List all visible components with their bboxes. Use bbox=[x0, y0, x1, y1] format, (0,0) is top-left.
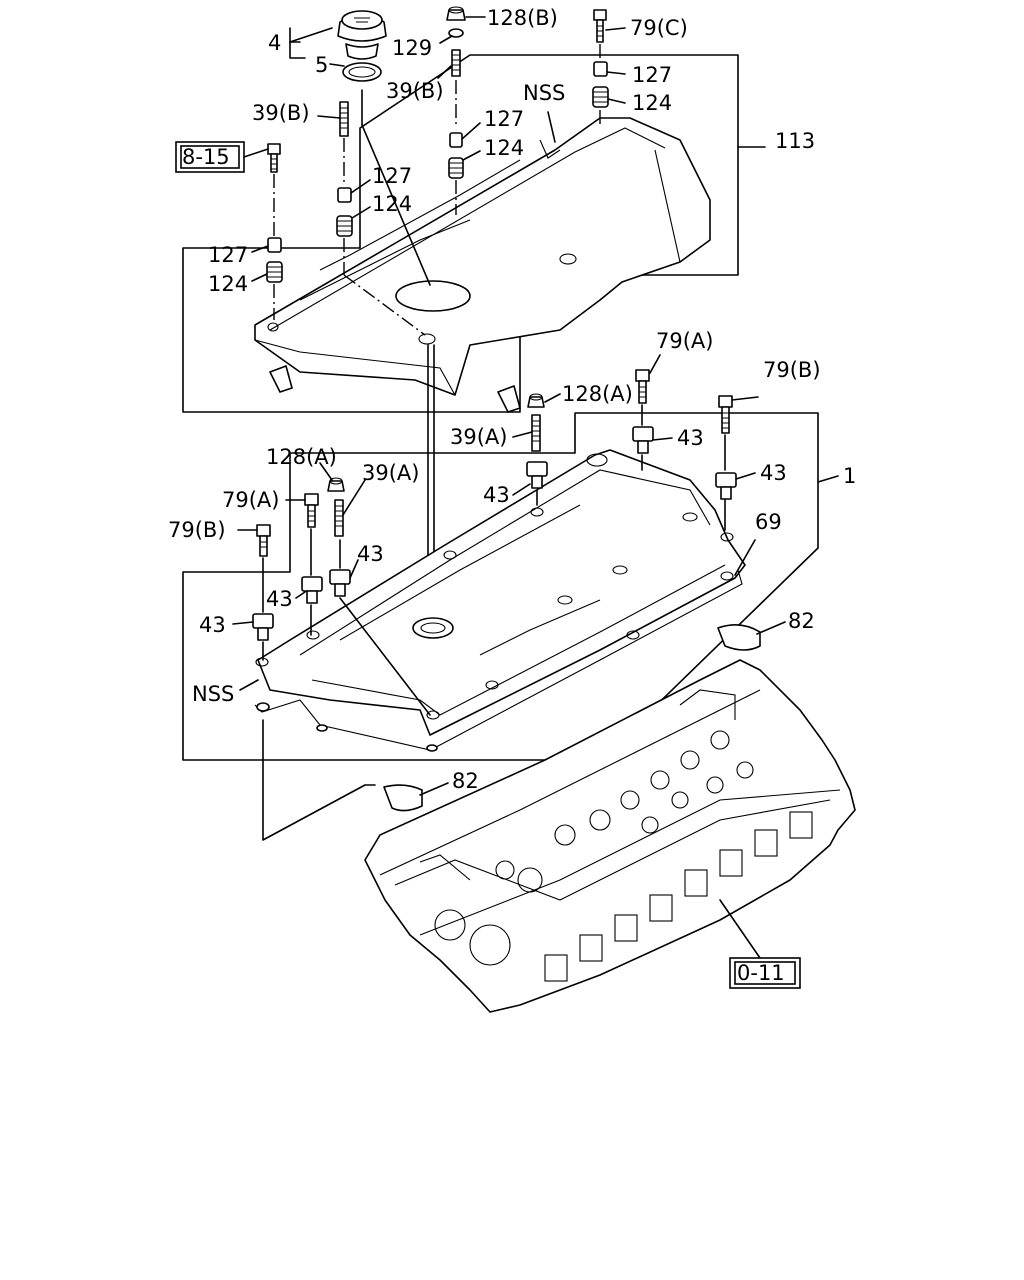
collar-43-r1 bbox=[632, 426, 654, 454]
bracket-4-5 bbox=[289, 27, 306, 59]
bush-124-d bbox=[266, 261, 283, 283]
callout-39a-left: 39(A) bbox=[362, 461, 419, 485]
grommet-127-c bbox=[337, 187, 352, 203]
half-moon-plug-right bbox=[717, 624, 761, 651]
callout-79c: 79(C) bbox=[630, 16, 688, 40]
callout-1: 1 bbox=[843, 464, 856, 488]
callout-124-center: 124 bbox=[484, 136, 524, 160]
collar-43-l2 bbox=[301, 576, 323, 604]
callout-113: 113 bbox=[775, 129, 815, 153]
callout-82-right: 82 bbox=[788, 609, 815, 633]
grommet-127-a bbox=[449, 132, 463, 148]
callout-69: 69 bbox=[755, 510, 782, 534]
collar-43-r2 bbox=[715, 472, 737, 500]
ref-box-0-11-inner bbox=[734, 961, 796, 985]
callout-39b-left: 39(B) bbox=[252, 101, 310, 125]
grommet-127-d bbox=[267, 237, 282, 253]
callout-82-left: 82 bbox=[452, 769, 479, 793]
callout-79b-right: 79(B) bbox=[763, 358, 821, 382]
callout-39b-top: 39(B) bbox=[386, 79, 444, 103]
head-cover-gasket bbox=[254, 569, 743, 752]
bolt-79b-left bbox=[256, 524, 271, 557]
bush-124-b bbox=[592, 86, 609, 108]
callout-128a-left: 128(A) bbox=[266, 445, 337, 469]
callout-124-left: 124 bbox=[372, 192, 412, 216]
callout-127-center: 127 bbox=[484, 107, 524, 131]
callout-127-far-left: 127 bbox=[208, 243, 248, 267]
half-moon-plug-left bbox=[383, 784, 423, 812]
callout-43-left-1: 43 bbox=[199, 613, 226, 637]
callout-128b: 128(B) bbox=[487, 6, 558, 30]
stud-39b-top bbox=[451, 49, 461, 77]
washer-129 bbox=[448, 28, 464, 38]
cylinder-head-cover bbox=[255, 449, 746, 736]
callout-39a-mid: 39(A) bbox=[450, 425, 507, 449]
callout-124-far-left: 124 bbox=[208, 272, 248, 296]
grommet-127-b bbox=[593, 61, 608, 77]
callout-129: 129 bbox=[392, 36, 432, 60]
nut-128a-left bbox=[327, 477, 345, 492]
callout-79a-right: 79(A) bbox=[656, 329, 713, 353]
collar-43-l1 bbox=[252, 613, 274, 641]
bolt-79c bbox=[593, 9, 607, 43]
cylinder-head bbox=[364, 659, 856, 1013]
stud-39a-mid bbox=[531, 414, 541, 452]
stud-39b-left bbox=[339, 101, 349, 137]
bolt-79a-right bbox=[635, 369, 650, 404]
nut-128a-mid bbox=[527, 393, 545, 408]
callout-43-right-1: 43 bbox=[677, 426, 704, 450]
callout-127-left: 127 bbox=[372, 164, 412, 188]
filler-cap-gasket bbox=[342, 62, 382, 82]
nut-128b bbox=[446, 6, 466, 21]
leader-1 bbox=[817, 475, 839, 483]
callout-127-right: 127 bbox=[632, 63, 672, 87]
reference-8-15: 8-15 bbox=[182, 145, 230, 169]
callout-nss-left: NSS bbox=[192, 682, 234, 706]
collar-43-mid-left bbox=[329, 569, 351, 597]
engine-top-cover bbox=[254, 117, 711, 413]
bolt-8-15 bbox=[267, 143, 281, 173]
head-cover-assembly-outline bbox=[182, 412, 819, 761]
callout-4: 4 bbox=[268, 31, 281, 55]
callout-43-mid-left: 43 bbox=[357, 542, 384, 566]
callout-124-right: 124 bbox=[632, 91, 672, 115]
collar-43-mid bbox=[526, 461, 548, 489]
bolt-79a-left bbox=[304, 493, 319, 528]
oil-filler-cap bbox=[337, 10, 387, 60]
stud-39a-left bbox=[334, 499, 344, 537]
bush-124-c bbox=[336, 215, 353, 237]
callout-79a-left: 79(A) bbox=[222, 488, 279, 512]
callout-nss-top: NSS bbox=[523, 81, 565, 105]
bolt-79b-right bbox=[718, 395, 733, 434]
bush-124-a bbox=[448, 157, 464, 179]
reference-0-11: 0-11 bbox=[737, 961, 785, 985]
callout-128a-mid: 128(A) bbox=[562, 382, 633, 406]
callout-43-mid: 43 bbox=[483, 483, 510, 507]
callout-43-right-2: 43 bbox=[760, 461, 787, 485]
ref-box-8-15-inner bbox=[180, 145, 240, 169]
callout-43-left-2: 43 bbox=[266, 587, 293, 611]
callout-5: 5 bbox=[315, 53, 328, 77]
callout-79b-left: 79(B) bbox=[168, 518, 226, 542]
